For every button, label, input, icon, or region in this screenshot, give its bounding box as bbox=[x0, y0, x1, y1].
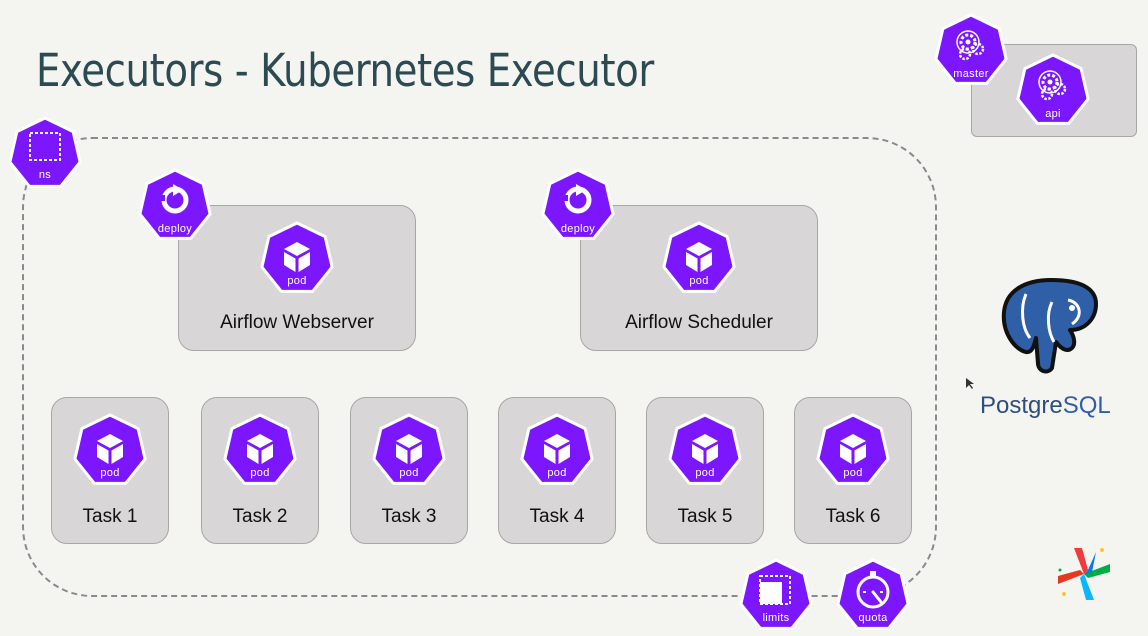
postgresql-elephant-icon bbox=[996, 272, 1106, 382]
namespace-boundary bbox=[22, 137, 937, 597]
mouse-cursor-icon bbox=[966, 377, 976, 395]
webserver-label: Airflow Webserver bbox=[220, 312, 374, 333]
task-label: Task 2 bbox=[232, 506, 288, 527]
task-label: Task 1 bbox=[82, 506, 138, 527]
task-pod-icon: pod bbox=[73, 413, 147, 486]
task-label: Task 5 bbox=[677, 506, 733, 527]
task-pod-icon: pod bbox=[372, 413, 446, 486]
master-icon: master bbox=[934, 13, 1008, 86]
page-title: Executors - Kubernetes Executor bbox=[36, 44, 654, 97]
task-pod-icon: pod bbox=[668, 413, 742, 486]
task-label: Task 4 bbox=[529, 506, 585, 527]
ns-icon: ns bbox=[8, 116, 82, 189]
webserver-deploy-icon: deploy bbox=[138, 168, 212, 241]
scheduler-label: Airflow Scheduler bbox=[625, 312, 773, 333]
scheduler-deploy-icon: deploy bbox=[541, 168, 615, 241]
airflow-logo-icon bbox=[1052, 542, 1116, 606]
task-label: Task 3 bbox=[381, 506, 437, 527]
webserver-pod-icon: pod bbox=[260, 221, 334, 294]
task-pod-icon: pod bbox=[520, 413, 594, 486]
quota-icon: quota bbox=[836, 558, 910, 631]
api-icon: api bbox=[1016, 53, 1090, 126]
limits-icon: limits bbox=[739, 558, 813, 631]
task-pod-icon: pod bbox=[816, 413, 890, 486]
task-pod-icon: pod bbox=[223, 413, 297, 486]
postgresql-wordmark: PostgreSQL bbox=[980, 392, 1111, 419]
scheduler-pod-icon: pod bbox=[662, 221, 736, 294]
task-label: Task 6 bbox=[825, 506, 881, 527]
